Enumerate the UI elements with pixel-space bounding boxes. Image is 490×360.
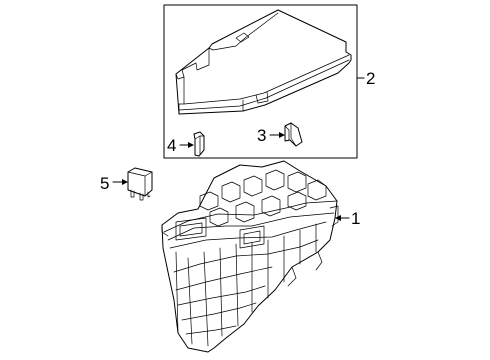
cover-part: [175, 9, 352, 115]
callout-5-label: 5: [100, 174, 109, 193]
relay-part: [127, 167, 153, 201]
callout-2: 2: [356, 69, 375, 88]
callout-3-arrowhead: [279, 132, 285, 138]
callout-3-label: 3: [257, 126, 266, 145]
callout-2-label: 2: [366, 69, 375, 88]
fuse-puller-part: [193, 131, 205, 157]
callout-5-arrowhead: [122, 179, 128, 185]
callout-1-label: 1: [351, 209, 360, 228]
fuse-box-part: [161, 160, 339, 353]
callout-4-label: 4: [167, 136, 176, 155]
callout-5: 5: [100, 174, 128, 193]
callout-3: 3: [257, 126, 285, 145]
clip-part: [284, 122, 303, 147]
callout-4: 4: [167, 136, 194, 155]
cover-group-frame: [163, 4, 358, 159]
callout-1: 1: [335, 209, 360, 228]
callout-4-arrowhead: [188, 142, 194, 148]
callout-1-arrowhead: [335, 215, 341, 221]
